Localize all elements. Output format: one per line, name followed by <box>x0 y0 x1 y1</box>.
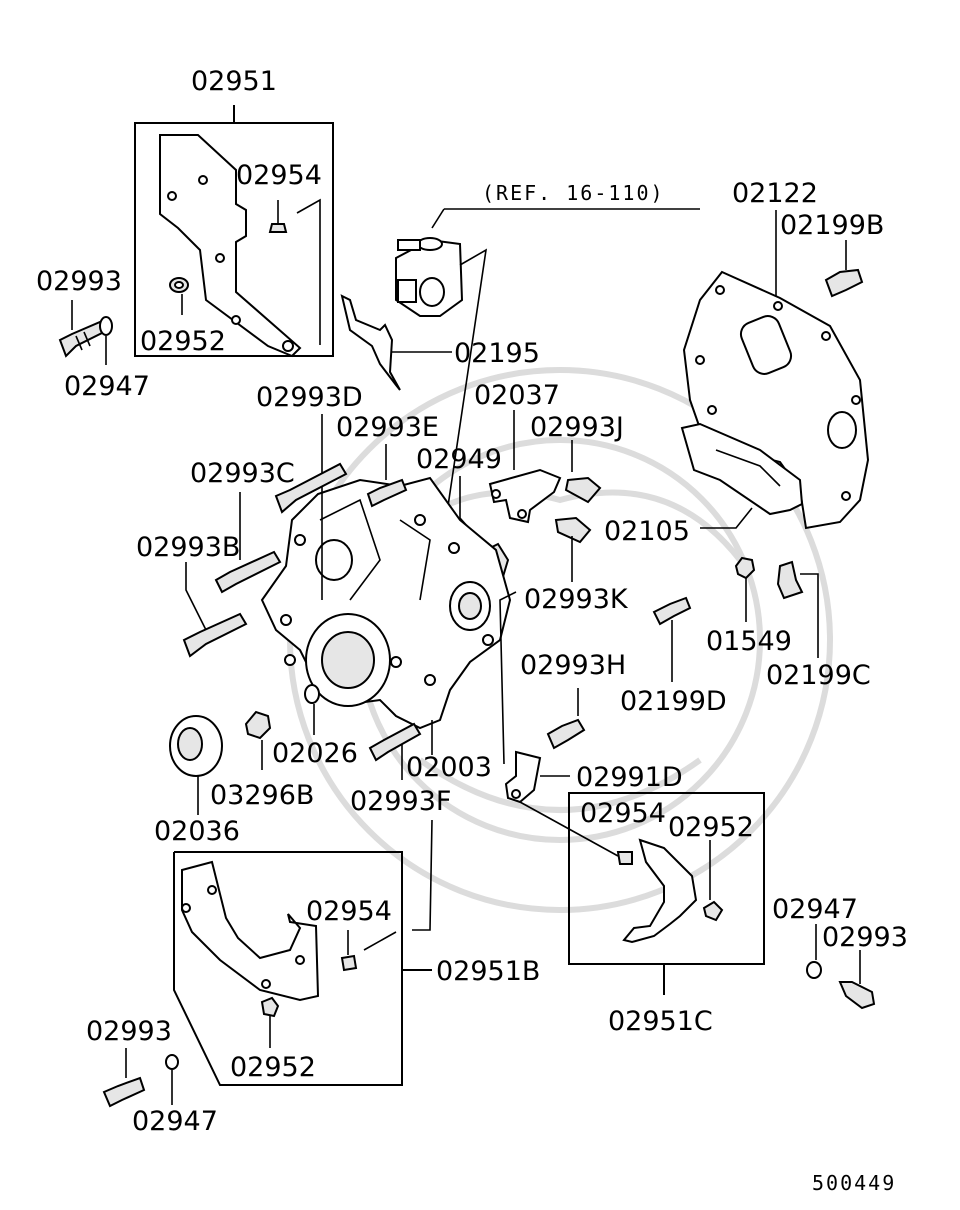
seal-02026 <box>304 684 320 735</box>
label-02952-right: 02952 <box>668 812 754 843</box>
figure-number: 500449 <box>812 1171 896 1195</box>
label-02122: 02122 <box>732 178 818 209</box>
box-02951B <box>173 819 433 1086</box>
label-02036: 02036 <box>154 816 240 847</box>
gasket-02105 <box>680 422 804 529</box>
label-02947-right: 02947 <box>772 894 858 925</box>
cover-02122 <box>682 210 870 530</box>
label-02947-left: 02947 <box>64 371 150 402</box>
label-02199C: 02199C <box>766 660 871 691</box>
label-02991D: 02991D <box>576 762 683 793</box>
label-02993-left: 02993 <box>36 266 122 297</box>
bolt-02993-bottom-left <box>102 1048 179 1108</box>
label-02199D: 02199D <box>620 686 727 717</box>
bolt-02993-right <box>806 924 876 1010</box>
label-02037: 02037 <box>474 380 560 411</box>
label-02993C: 02993C <box>190 458 295 489</box>
label-02105: 02105 <box>604 516 690 547</box>
label-02993J: 02993J <box>530 412 624 443</box>
watermark-emblem <box>287 367 833 913</box>
bracket-02037 <box>488 410 602 582</box>
label-01549: 01549 <box>706 626 792 657</box>
label-02952-top: 02952 <box>140 326 226 357</box>
bolt-02993C <box>214 492 282 594</box>
nut-01549 <box>734 556 756 622</box>
part-02195 <box>340 294 452 391</box>
bolt-02993B <box>182 562 248 658</box>
bolt-02993-left <box>58 300 113 365</box>
label-02993F: 02993F <box>350 786 451 817</box>
label-02003: 02003 <box>406 752 492 783</box>
bolt-02993H <box>546 688 586 750</box>
label-02952-bottom: 02952 <box>230 1052 316 1083</box>
pulley-02036 <box>169 715 223 815</box>
label-02954-top: 02954 <box>236 160 322 191</box>
label-02199B: 02199B <box>780 210 884 241</box>
stud-02199C <box>776 560 819 658</box>
label-02947-bottom: 02947 <box>132 1106 218 1137</box>
label-02026: 02026 <box>272 738 358 769</box>
bolt-02199D <box>652 596 692 682</box>
label-03296B: 03296B <box>210 780 314 811</box>
label-02951B: 02951B <box>436 956 540 987</box>
front-case-02003 <box>260 476 512 755</box>
box-02951C <box>568 792 765 995</box>
bolt-02993E <box>366 444 408 508</box>
label-02951: 02951 <box>191 66 277 97</box>
label-02195: 02195 <box>454 338 540 369</box>
vacuum-pump <box>395 208 700 561</box>
label-02954-right: 02954 <box>580 798 666 829</box>
label-02993B: 02993B <box>136 532 240 563</box>
label-02993E: 02993E <box>336 412 439 443</box>
label-02993H: 02993H <box>520 650 626 681</box>
bolt-02993F <box>368 722 422 780</box>
box-02951 <box>134 105 334 358</box>
label-02993D: 02993D <box>256 382 363 413</box>
label-02954-bottom: 02954 <box>306 896 392 927</box>
bracket-02991D <box>499 591 619 857</box>
nut-03296B <box>244 710 272 770</box>
label-02949: 02949 <box>416 444 502 475</box>
label-02993-right: 02993 <box>822 922 908 953</box>
label-ref-16-110: (REF. 16-110) <box>482 181 665 205</box>
bolt-02993D <box>274 414 348 600</box>
label-02951C: 02951C <box>608 1006 713 1037</box>
label-02993-bottom: 02993 <box>86 1016 172 1047</box>
label-02993K: 02993K <box>524 584 629 615</box>
